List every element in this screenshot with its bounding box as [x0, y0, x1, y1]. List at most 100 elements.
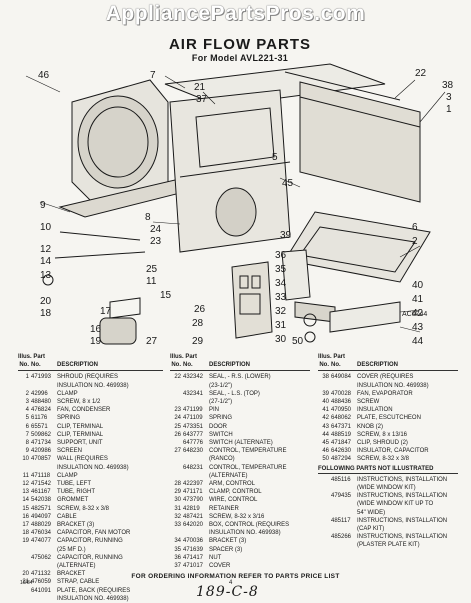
description-cell: CLAMP	[57, 390, 78, 397]
header-illus: Illus. Part	[318, 354, 346, 360]
callout-label: 40	[412, 280, 424, 291]
part-no-cell: 643777	[183, 431, 204, 438]
illus-no-cell: 40	[322, 399, 329, 406]
part-no-cell: 420986	[31, 448, 52, 455]
description-cell: BRACKET (3)	[209, 538, 247, 545]
illus-no-cell	[318, 476, 331, 484]
table-row: 54" WIDE)	[318, 509, 458, 517]
description-cell: CLIP, TERMINAL	[57, 423, 104, 430]
description-cell: 54" WIDE)	[357, 509, 386, 516]
part-no-cell	[183, 472, 209, 480]
illus-no-cell: 24	[174, 415, 181, 422]
illus-no-cell: 29	[174, 489, 181, 496]
capacitor-drawing	[42, 231, 146, 345]
description-cell: INSULATION NO. 469938)	[209, 530, 281, 537]
description-cell: (PLASTER PLATE KIT)	[357, 542, 420, 549]
description-cell: PIN	[209, 407, 220, 414]
callout-label: 12	[40, 244, 52, 255]
table-row: (PLASTER PLATE KIT)	[318, 541, 458, 549]
table-row: INSULATION NO. 469938)	[18, 382, 163, 390]
illus-no-cell: 28	[174, 481, 181, 488]
callout-label: 13	[40, 270, 52, 281]
description-cell: INSULATION NO. 469938)	[57, 382, 129, 389]
part-no-cell	[31, 595, 57, 603]
part-no-cell: 488029	[31, 522, 52, 529]
part-no-cell: 471199	[183, 407, 203, 414]
callout-label: 27	[146, 336, 158, 347]
header-part-no: No.	[183, 362, 193, 369]
illus-no-cell	[170, 464, 183, 472]
part-no-cell: 479435	[331, 493, 352, 500]
callout-labels: 46 7 21 37 22 38 3 1 45 5 9 8 24 23 10 1…	[38, 68, 454, 347]
description-cell: (ALTERNATE)	[209, 472, 248, 479]
illus-no-cell: 45	[322, 440, 329, 447]
part-no-cell: 470028	[331, 390, 352, 397]
description-cell: SCREW, 8 x 1/2	[57, 399, 101, 406]
part-no-cell	[183, 455, 209, 463]
callout-label: 16	[90, 324, 102, 335]
description-cell: FAN, CONDENSER	[57, 407, 111, 414]
description-cell: SCREW, 8 x 13/16	[357, 431, 408, 438]
illus-no-cell	[170, 455, 183, 463]
table-row: (ALTERNATE)	[18, 562, 163, 570]
description-cell: (RANCO)	[209, 456, 235, 463]
description-cell: SCREW, 8-32 x 3/8	[57, 505, 110, 512]
part-no-cell	[331, 500, 357, 508]
description-cell: BRACKET	[57, 571, 86, 578]
illus-no-cell: 30	[174, 497, 181, 504]
description-cell: SCREW, 8-32 x 3/16	[209, 513, 265, 520]
illus-no-cell: 1	[25, 374, 29, 381]
description-cell: TUBE, RIGHT	[57, 489, 96, 496]
illus-no-cell	[318, 517, 331, 525]
illus-no-cell: 3	[25, 399, 29, 406]
description-cell: BOX, CONTROL (REQUIRES	[209, 522, 290, 529]
description-cell: (ALTERNATE)	[57, 563, 96, 570]
description-cell: NUT	[209, 554, 222, 561]
illus-no-cell	[18, 464, 31, 472]
part-no-cell	[331, 525, 357, 533]
table-row: INSULATION NO. 469938)	[18, 464, 163, 472]
illus-no-cell: 35	[174, 546, 181, 553]
part-no-cell: 475062	[31, 554, 52, 561]
part-no-cell: 485266	[331, 534, 352, 541]
header-description: DESCRIPTION	[209, 362, 251, 369]
illus-no-cell: 5	[25, 415, 29, 422]
part-no-cell: 471118	[31, 472, 51, 479]
callout-label: 33	[275, 292, 287, 303]
header-part-no: No.	[31, 362, 41, 369]
callout-label: 28	[192, 318, 204, 329]
part-no-cell: 432342	[183, 374, 204, 381]
part-no-cell: 542038	[31, 497, 52, 504]
callout-label: 50	[292, 336, 304, 347]
part-no-cell: 471109	[183, 415, 203, 422]
table-header: Illus. Part No. No. DESCRIPTION	[318, 353, 458, 372]
part-no-cell: 488436	[331, 399, 352, 406]
callout-label: 17	[100, 306, 112, 317]
description-cell: (25 MF D.)	[57, 546, 86, 553]
description-cell: PLATE, BACK (REQUIRES	[57, 587, 131, 594]
callout-label: 32	[275, 306, 287, 317]
illus-no-cell: 44	[322, 431, 329, 438]
illus-no-cell: 33	[174, 522, 181, 529]
part-no-cell: 471417	[183, 554, 204, 561]
part-no-cell: 647776	[183, 440, 204, 447]
callout-label: 15	[160, 290, 172, 301]
illus-no-cell: 31	[174, 505, 181, 512]
callout-label: 38	[442, 80, 454, 91]
part-no-cell: 470036	[183, 538, 204, 545]
callout-label: 36	[275, 250, 287, 261]
